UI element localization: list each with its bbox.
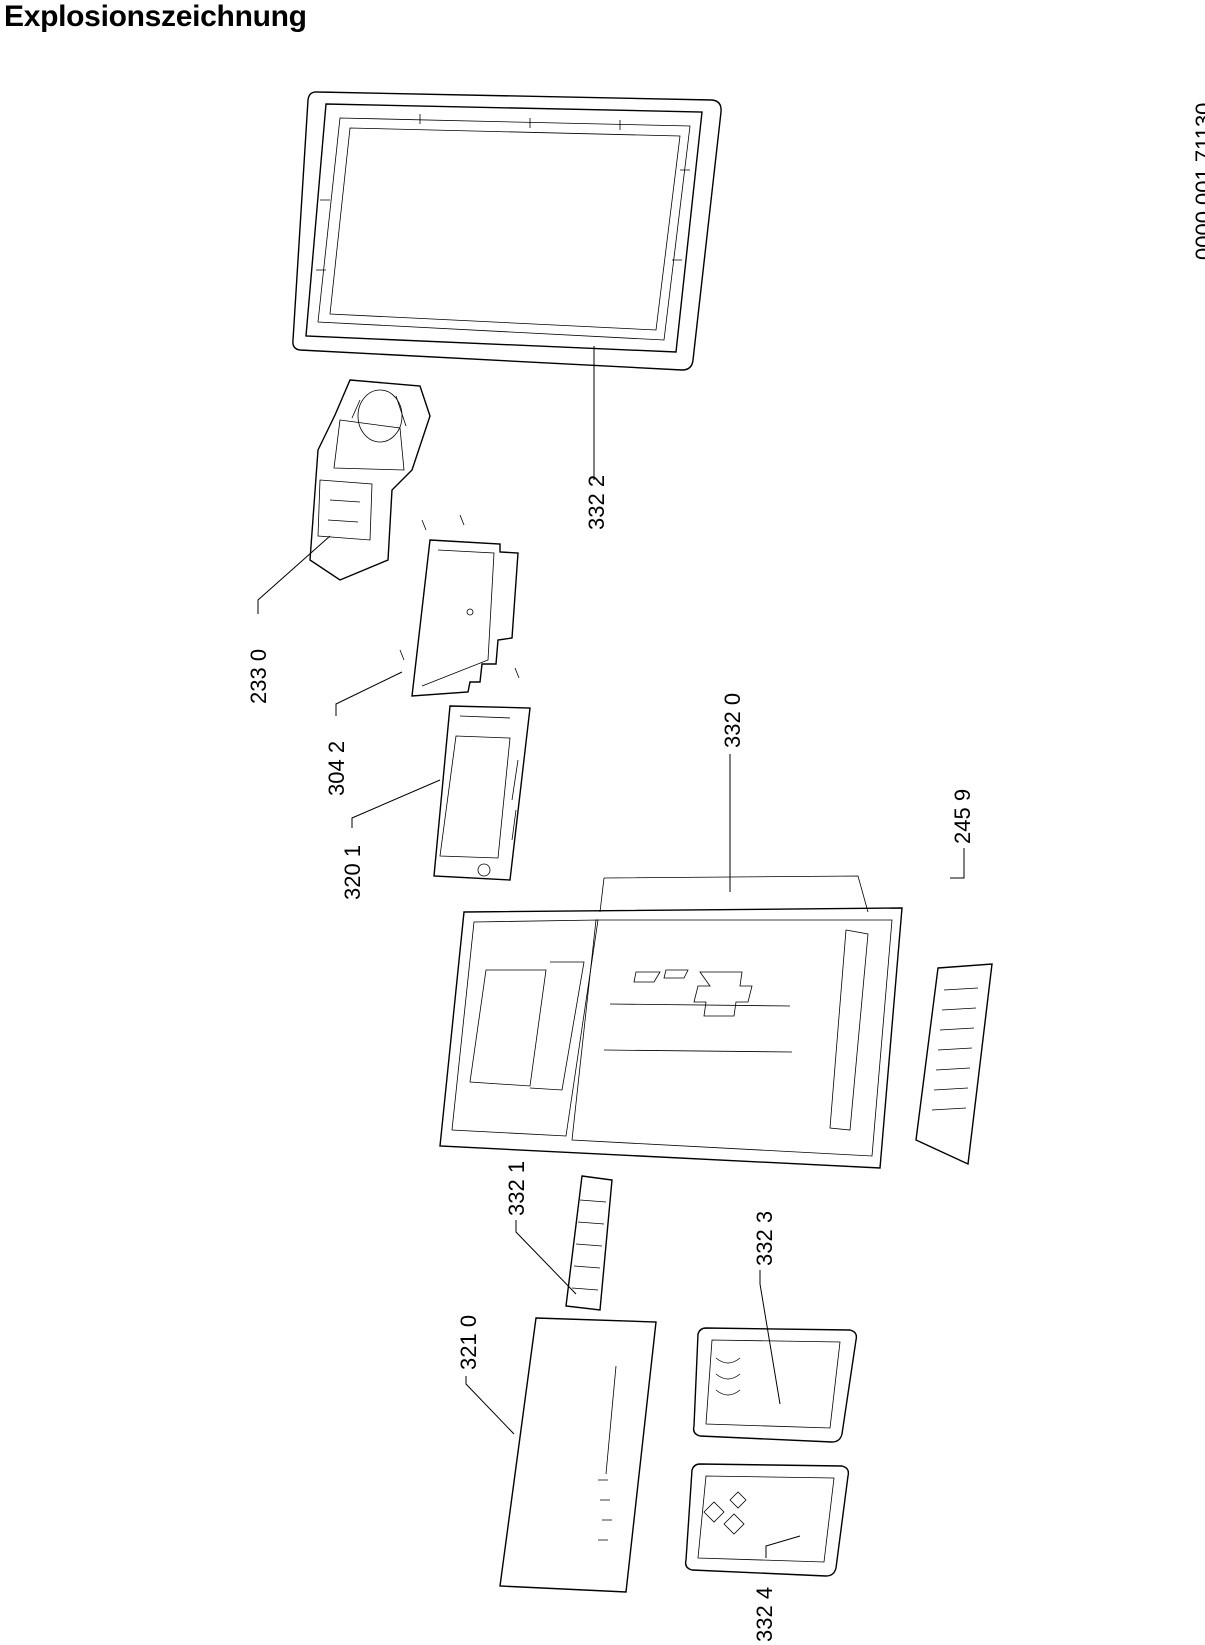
- label-332-4: 332 4: [752, 1587, 777, 1642]
- label-320-1: 320 1: [340, 845, 365, 900]
- leader-lines: [257, 346, 965, 1558]
- label-332-0: 332 0: [720, 693, 745, 748]
- label-233-0: 233 0: [246, 649, 271, 704]
- label-245-9: 245 9: [950, 789, 975, 844]
- part-304-2-cover-plate: [399, 514, 520, 697]
- label-304-2: 304 2: [324, 741, 349, 796]
- part-233-0-lock-mechanism: [309, 379, 431, 581]
- part-332-2-frame: [292, 91, 722, 371]
- label-332-3: 332 3: [752, 1211, 777, 1266]
- label-321-0: 321 0: [456, 1315, 481, 1370]
- part-332-4-button-cap: [684, 1463, 850, 1577]
- label-332-1: 332 1: [504, 1161, 529, 1216]
- label-332-2: 332 2: [584, 475, 609, 530]
- part-321-0-front-panel: [499, 1317, 657, 1593]
- part-332-1-button-rail: [565, 1175, 613, 1311]
- part-332-0-housing: [439, 875, 903, 1169]
- part-320-1-circuit-board: [433, 705, 531, 881]
- part-245-9-grille: [915, 963, 993, 1166]
- part-332-3-button-cap: [692, 1327, 858, 1443]
- page-title: Explosionszeichnung: [4, 0, 307, 33]
